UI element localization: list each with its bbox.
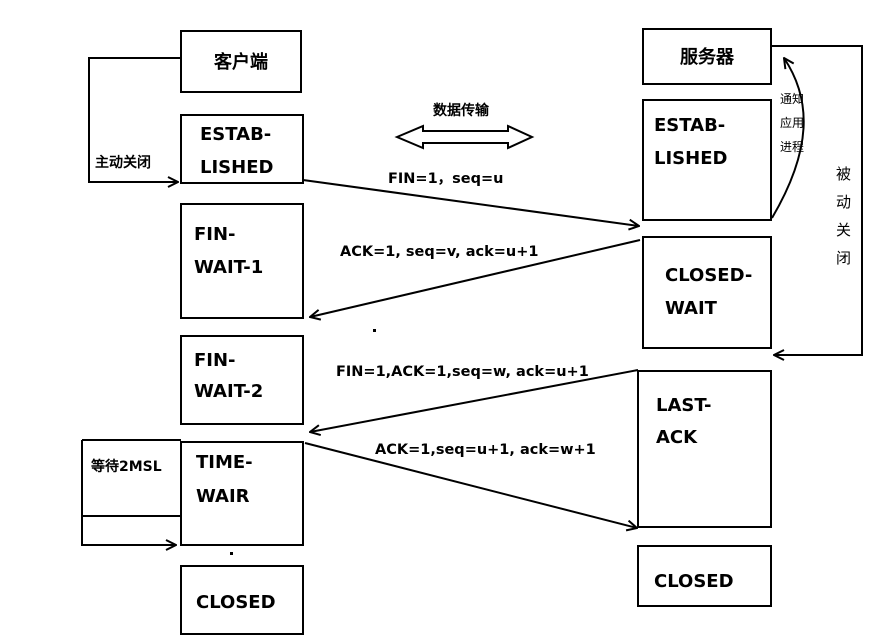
wait-2msl-label: 等待2MSL	[91, 458, 162, 475]
svg-text:TIME-: TIME-	[196, 452, 253, 473]
server-state-established: ESTAB- LISHED	[642, 99, 772, 221]
client-title-box: 客户端	[180, 30, 302, 93]
server-state-last-ack: LAST- ACK	[637, 370, 772, 528]
client-state-time-wait: TIME- WAIR	[180, 441, 304, 546]
passive-close-arrow	[771, 45, 863, 355]
data-transfer-label: 数据传输	[433, 102, 490, 119]
svg-text:ACK: ACK	[656, 427, 698, 448]
notify-app-label-3: 进程	[780, 139, 804, 154]
svg-text:CLOSED: CLOSED	[196, 592, 276, 613]
passive-close-label-4: 闭	[836, 249, 851, 267]
svg-text:LISHED: LISHED	[654, 148, 727, 169]
passive-close-label-1: 被	[836, 165, 851, 183]
passive-close-label-2: 动	[836, 193, 851, 211]
notify-app-arrow	[771, 58, 805, 219]
active-close-label: 主动关闭	[95, 154, 151, 171]
fin2-arrow	[310, 369, 639, 432]
server-title: 服务器	[680, 46, 735, 68]
svg-text:LISHED: LISHED	[200, 157, 273, 178]
fin1-label: FIN=1，seq=u	[388, 171, 504, 187]
ack2-label: ACK=1,seq=u+1, ack=w+1	[375, 442, 596, 458]
svg-text:WAIT: WAIT	[665, 298, 718, 319]
ack1-arrow	[310, 239, 641, 317]
svg-text:WAIR: WAIR	[196, 486, 250, 507]
svg-text:LAST-: LAST-	[656, 395, 711, 416]
stray-dot	[230, 552, 233, 555]
ack1-label: ACK=1, seq=v, ack=u+1	[340, 244, 538, 260]
svg-text:ESTAB-: ESTAB-	[200, 124, 271, 145]
passive-close-label-3: 关	[836, 221, 851, 239]
svg-text:CLOSED: CLOSED	[654, 571, 734, 592]
svg-text:WAIT-1: WAIT-1	[194, 257, 263, 278]
svg-text:CLOSED-: CLOSED-	[665, 265, 752, 286]
wait-2msl-arrow	[81, 515, 181, 545]
data-transfer-double-arrow	[394, 124, 535, 150]
notify-app-label-1: 通知	[780, 92, 804, 106]
client-state-fin-wait-2: FIN- WAIT-2	[180, 335, 304, 425]
server-state-closed: CLOSED	[637, 545, 772, 607]
active-close-arrow	[88, 57, 181, 182]
client-state-closed: CLOSED	[180, 565, 304, 635]
svg-text:FIN-: FIN-	[194, 224, 236, 245]
server-state-close-wait: CLOSED- WAIT	[642, 236, 772, 349]
ack2-arrow	[304, 442, 637, 528]
notify-app-label-2: 应用	[780, 115, 804, 130]
client-state-fin-wait-1: FIN- WAIT-1	[180, 203, 304, 319]
server-title-box: 服务器	[642, 28, 772, 85]
fin1-arrow	[302, 179, 639, 226]
stray-dot	[373, 329, 376, 332]
client-title: 客户端	[214, 51, 268, 73]
client-state-established: ESTAB- LISHED	[180, 114, 304, 184]
svg-text:ESTAB-: ESTAB-	[654, 115, 725, 136]
svg-text:WAIT-2: WAIT-2	[194, 381, 263, 402]
svg-text:FIN-: FIN-	[194, 350, 236, 371]
fin2-label: FIN=1,ACK=1,seq=w, ack=u+1	[336, 364, 589, 380]
